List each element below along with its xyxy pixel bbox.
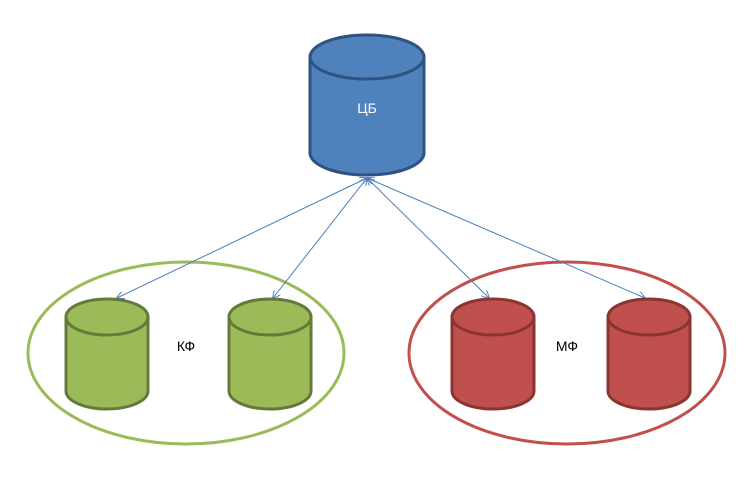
central-database-cylinder (308, 33, 426, 177)
arrow-central-to-green-2 (273, 178, 367, 298)
red-database-cylinder-2 (606, 297, 692, 411)
arrow-central-to-red-2 (367, 178, 645, 298)
central-database-label: ЦБ (357, 100, 377, 116)
red-database-cylinder-1 (450, 297, 536, 411)
arrow-central-to-red-1 (367, 178, 489, 298)
group-left-label: КФ (177, 338, 195, 354)
arrow-central-to-green-1 (117, 178, 367, 298)
arrows (117, 178, 645, 298)
green-database-cylinder-1 (64, 297, 150, 411)
group-right-label: МФ (556, 338, 578, 354)
green-database-cylinder-2 (227, 297, 313, 411)
